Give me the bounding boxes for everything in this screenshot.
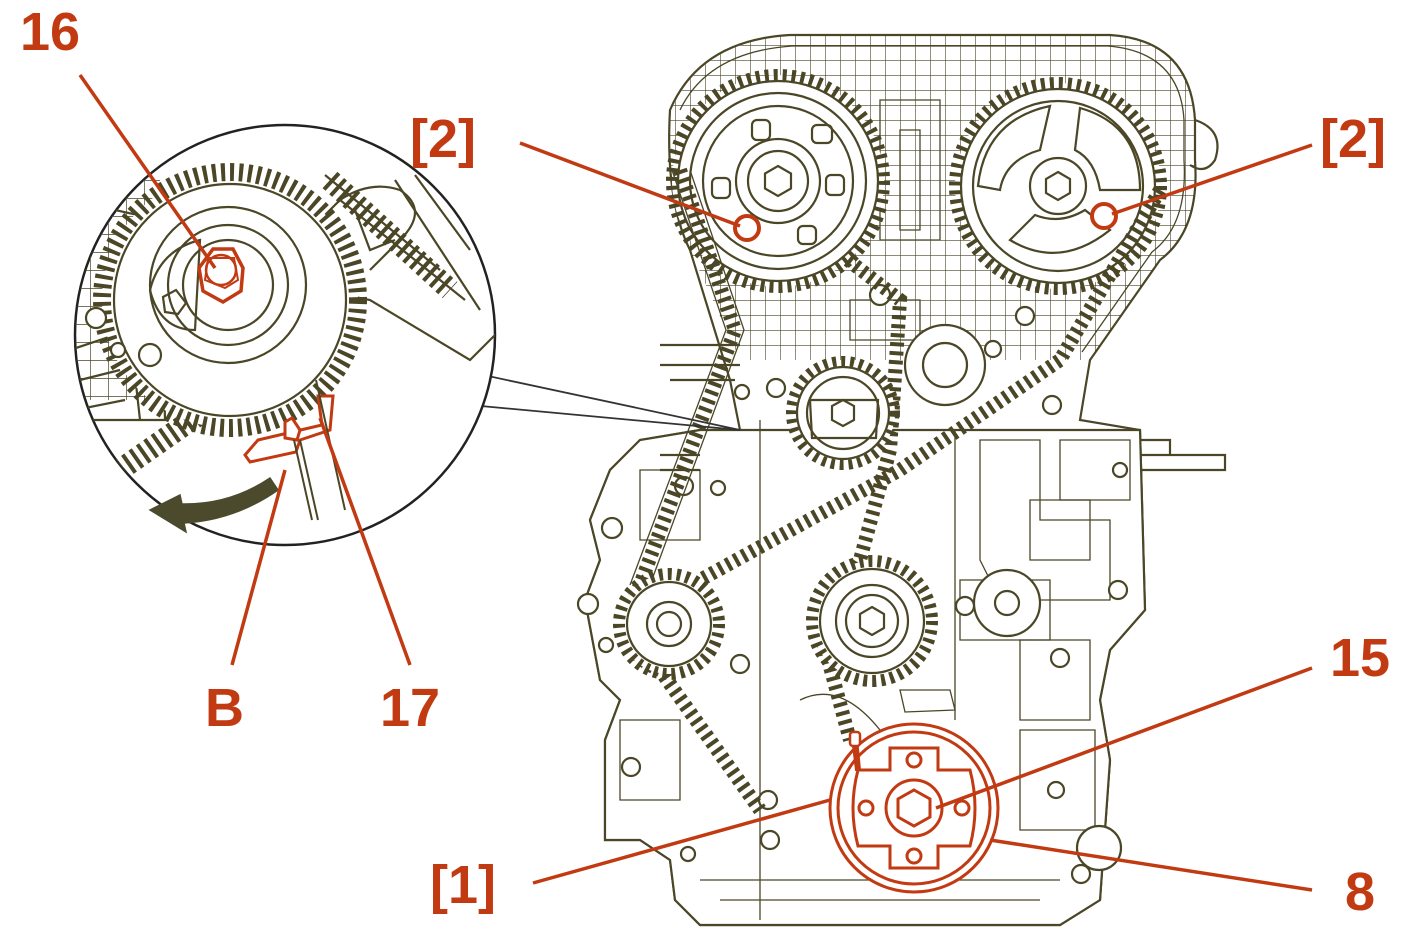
cam-pin-marker-left: [733, 214, 761, 242]
cam-pin-marker-right: [1090, 202, 1118, 230]
magnified-detail-view: [73, 123, 741, 547]
crank-pulley-upper: [806, 555, 938, 687]
callout-8: 8: [1345, 862, 1375, 922]
tensioner-pulley: [786, 356, 900, 470]
idler-pulley: [613, 568, 725, 680]
callout-15: 15: [1330, 628, 1390, 688]
callout-b: B: [205, 678, 244, 738]
callout-17: 17: [380, 678, 440, 738]
callout-1: [1]: [430, 855, 496, 915]
callout-16: 16: [20, 2, 80, 62]
callout-2-left: [2]: [410, 109, 476, 169]
crankshaft-locking-tool: [828, 722, 1000, 894]
callout-2-right: [2]: [1320, 109, 1386, 169]
leader-lines: [78, 73, 1313, 892]
camshaft-sprocket-right: [949, 77, 1167, 295]
camshaft-sprocket-left: [666, 69, 890, 293]
